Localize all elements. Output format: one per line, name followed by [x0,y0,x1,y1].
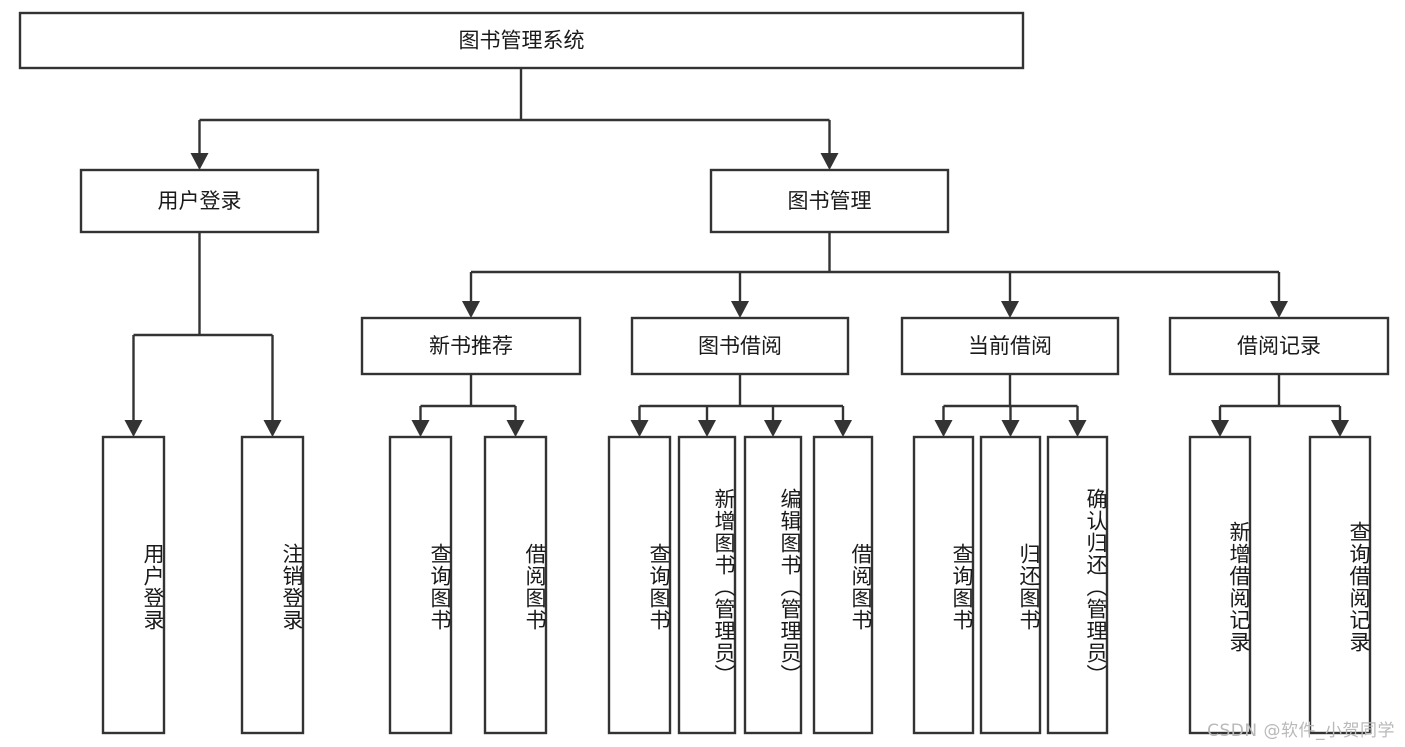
node-box-root[interactable] [18,11,1025,70]
arrow-head-leaf-return-book [1001,420,1020,437]
arrow-head-leaf-confirm-return [1068,420,1087,437]
arrow-head-leaf-borrow-book-2 [834,420,852,437]
node-box-leaf-borrow-book-2[interactable] [812,435,874,735]
arrow-head-current-borrow [1001,301,1019,318]
arrow-head-new-book-rec [462,301,480,318]
node-box-leaf-borrow-book-1[interactable] [483,435,548,735]
node-box-leaf-user-login[interactable] [101,435,166,735]
arrow-head-leaf-add-book [698,420,716,437]
arrow-head-book-manage [820,153,839,170]
arrow-head-book-borrow [731,301,749,318]
arrow-head-leaf-query-book-2 [630,420,649,437]
node-label-new-book-rec: 新书推荐 [429,334,513,358]
node-label-book-manage: 图书管理 [788,189,872,213]
arrow-head-leaf-query-record [1331,420,1349,437]
node-box-user-login[interactable] [79,168,320,234]
arrow-head-leaf-user-logout [263,420,282,437]
node-box-leaf-add-book[interactable] [677,435,737,735]
arrow-head-leaf-query-book-3 [934,420,953,437]
arrow-head-borrow-record [1270,301,1288,318]
node-label-root: 图书管理系统 [459,29,585,53]
arrow-head-leaf-user-login [124,420,143,437]
arrow-head-leaf-add-record [1211,420,1229,437]
arrow-head-user-login [190,153,209,170]
node-box-borrow-record[interactable] [1168,316,1390,376]
arrow-head-leaf-borrow-book-1 [506,420,525,437]
node-box-leaf-edit-book[interactable] [743,435,803,735]
node-label-book-borrow: 图书借阅 [698,334,782,358]
node-box-book-manage[interactable] [709,168,950,234]
node-box-leaf-user-logout[interactable] [240,435,305,735]
connector-layer [124,68,1349,437]
node-box-leaf-return-book[interactable] [979,435,1042,735]
node-box-leaf-add-record[interactable] [1188,435,1252,735]
node-box-book-borrow[interactable] [630,316,850,376]
node-box-new-book-rec[interactable] [360,316,582,376]
watermark-text: CSDN @软件_小贺同学 [1207,721,1395,741]
node-box-current-borrow[interactable] [900,316,1120,376]
node-label-user-login: 用户登录 [158,189,242,213]
node-box-leaf-query-book-1[interactable] [388,435,453,735]
arrow-head-leaf-query-book-1 [411,420,430,437]
node-box-layer [18,11,1390,735]
node-box-leaf-query-record[interactable] [1308,435,1372,735]
node-box-leaf-confirm-return[interactable] [1046,435,1109,735]
node-box-leaf-query-book-3[interactable] [912,435,975,735]
arrow-head-leaf-edit-book [764,420,782,437]
node-label-current-borrow: 当前借阅 [968,334,1052,358]
node-box-leaf-query-book-2[interactable] [607,435,672,735]
node-label-borrow-record: 借阅记录 [1237,334,1321,358]
